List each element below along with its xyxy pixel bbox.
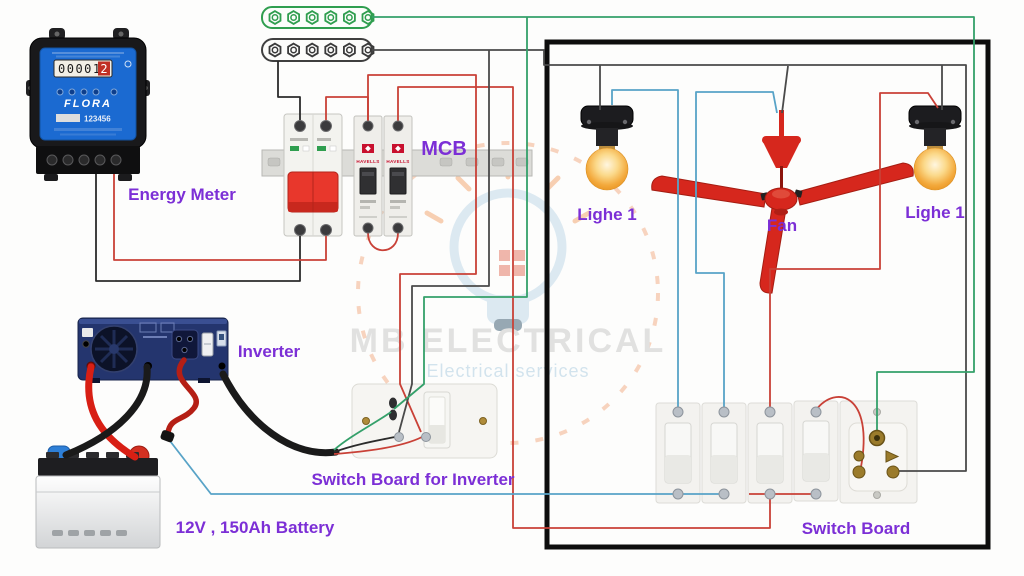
energy-meter: 00001 2 FLORA 123456 bbox=[26, 28, 150, 181]
wire-mcb-to-neutral-strip bbox=[277, 61, 301, 121]
wire-meter-to-mcb-neutral bbox=[95, 174, 301, 282]
battery-cable-positive bbox=[85, 363, 139, 461]
mcb-label: MCB bbox=[421, 138, 467, 160]
inverter-output-cable bbox=[219, 370, 340, 457]
light-bulb-left bbox=[580, 105, 634, 191]
mcb-inverter-2: HAVELLS bbox=[383, 115, 413, 237]
light-right-label: Lighe 1 bbox=[905, 203, 965, 222]
cable-core-neutral bbox=[333, 436, 396, 453]
socket-pins bbox=[852, 429, 900, 479]
light-left-label: Lighe 1 bbox=[577, 205, 637, 224]
inverter-unit bbox=[77, 317, 229, 383]
wire-neutral-to-inverter-board bbox=[398, 50, 490, 433]
inverter-switch-board bbox=[351, 383, 498, 459]
wire-phase-to-inverter-board bbox=[367, 74, 477, 433]
fan-label: Fan bbox=[767, 216, 797, 235]
bulb-icon bbox=[913, 147, 957, 191]
inverter-switch-board-label: Switch Board for Inverter bbox=[311, 470, 514, 489]
plate-screw bbox=[479, 417, 487, 425]
power-socket-module bbox=[839, 400, 918, 504]
mcb-brand-text: HAVELLS bbox=[386, 159, 409, 164]
battery bbox=[35, 445, 161, 549]
fan-blade-right bbox=[796, 162, 914, 206]
wire-phase-to-room-board bbox=[397, 86, 771, 529]
wire-fan-to-switch2 bbox=[695, 91, 778, 410]
room-outline bbox=[544, 39, 991, 550]
wire-drop-fan bbox=[781, 65, 789, 114]
connection-terminals bbox=[294, 120, 900, 500]
socket-pin bbox=[853, 450, 865, 462]
bulb-icon bbox=[585, 147, 629, 191]
bulb-watermark-base bbox=[487, 295, 529, 324]
mcb-inverter-1: HAVELLS bbox=[353, 115, 383, 237]
watermark-rays-circle bbox=[356, 141, 660, 445]
wire-earth-main-run bbox=[372, 16, 975, 437]
cable-core-earth bbox=[333, 411, 392, 451]
light-bulb-right bbox=[908, 105, 962, 191]
inverter-label: Inverter bbox=[238, 342, 301, 361]
mcb-terminals bbox=[294, 120, 404, 236]
battery-label: 12V , 150Ah Battery bbox=[176, 518, 335, 537]
watermark-tagline: Electrical services bbox=[426, 361, 589, 381]
battery-cable-negative bbox=[62, 363, 151, 459]
inverter-ac-socket bbox=[171, 329, 199, 360]
socket-pin bbox=[885, 450, 900, 463]
watermark-name: MB ELECTRICAL bbox=[350, 322, 667, 360]
meter-brand: FLORA bbox=[64, 98, 112, 110]
mcb-toggle-window bbox=[389, 167, 407, 195]
bulb-watermark-filament-squares bbox=[499, 250, 525, 276]
fan-blade-left bbox=[651, 175, 767, 208]
power-cord-plug bbox=[160, 430, 175, 443]
meter-reading-last-digit: 2 bbox=[100, 62, 107, 76]
rocker-switches bbox=[664, 420, 830, 484]
watermark: MB ELECTRICAL Electrical services bbox=[350, 141, 667, 445]
wire-mcb-bottom-loop bbox=[367, 232, 399, 251]
socket-hole bbox=[389, 409, 397, 421]
wiring bbox=[62, 16, 975, 529]
meter-reading: 00001 bbox=[58, 62, 102, 76]
wire-light-right-to-switch3 bbox=[769, 92, 939, 410]
meter-serial: 123456 bbox=[84, 115, 111, 124]
wire-earth-to-inverter-board bbox=[393, 17, 528, 410]
meter-terminal-indicators bbox=[56, 88, 118, 96]
neutral-link-strip-green bbox=[261, 6, 375, 29]
fan-blade-bottom bbox=[759, 207, 787, 294]
meter-terminal-screws bbox=[46, 154, 122, 166]
main-double-pole-mcb bbox=[283, 113, 343, 237]
neutral-link-strip-black bbox=[261, 38, 375, 62]
switch-board-label: Switch Board bbox=[802, 519, 911, 538]
battery-vents bbox=[52, 530, 127, 536]
socket-pin bbox=[852, 465, 866, 479]
cable-core-phase bbox=[333, 436, 423, 455]
meter-register-display: 00001 2 bbox=[53, 59, 113, 78]
meter-led bbox=[124, 60, 132, 68]
fan-canopy bbox=[762, 140, 801, 168]
battery-body bbox=[35, 475, 161, 549]
switch-terminal-screws bbox=[394, 406, 822, 500]
mcb-brand-text: HAVELLS bbox=[356, 159, 379, 164]
wire-light-left-to-switch1 bbox=[611, 89, 679, 410]
socket-hole bbox=[389, 397, 397, 409]
wire-switch4-to-socket bbox=[815, 396, 865, 468]
socket-pin bbox=[886, 465, 900, 479]
mcb-toggle-window bbox=[359, 167, 377, 195]
wire-neutral-inverter-to-switches bbox=[169, 440, 724, 495]
plate-screw bbox=[362, 417, 370, 425]
energy-meter-label: Energy Meter bbox=[128, 185, 236, 204]
wire-meter-to-mcb-phase bbox=[113, 174, 327, 261]
bulb-watermark-tip bbox=[494, 319, 522, 331]
wire-neutral-ceiling-run bbox=[372, 49, 967, 472]
labels: Energy Meter MCB Lighe 1 Fan Lighe 1 Inv… bbox=[128, 138, 965, 538]
inverter-power-cord bbox=[165, 357, 199, 436]
meter-barcode bbox=[56, 114, 80, 122]
ceiling-fan bbox=[651, 110, 914, 294]
